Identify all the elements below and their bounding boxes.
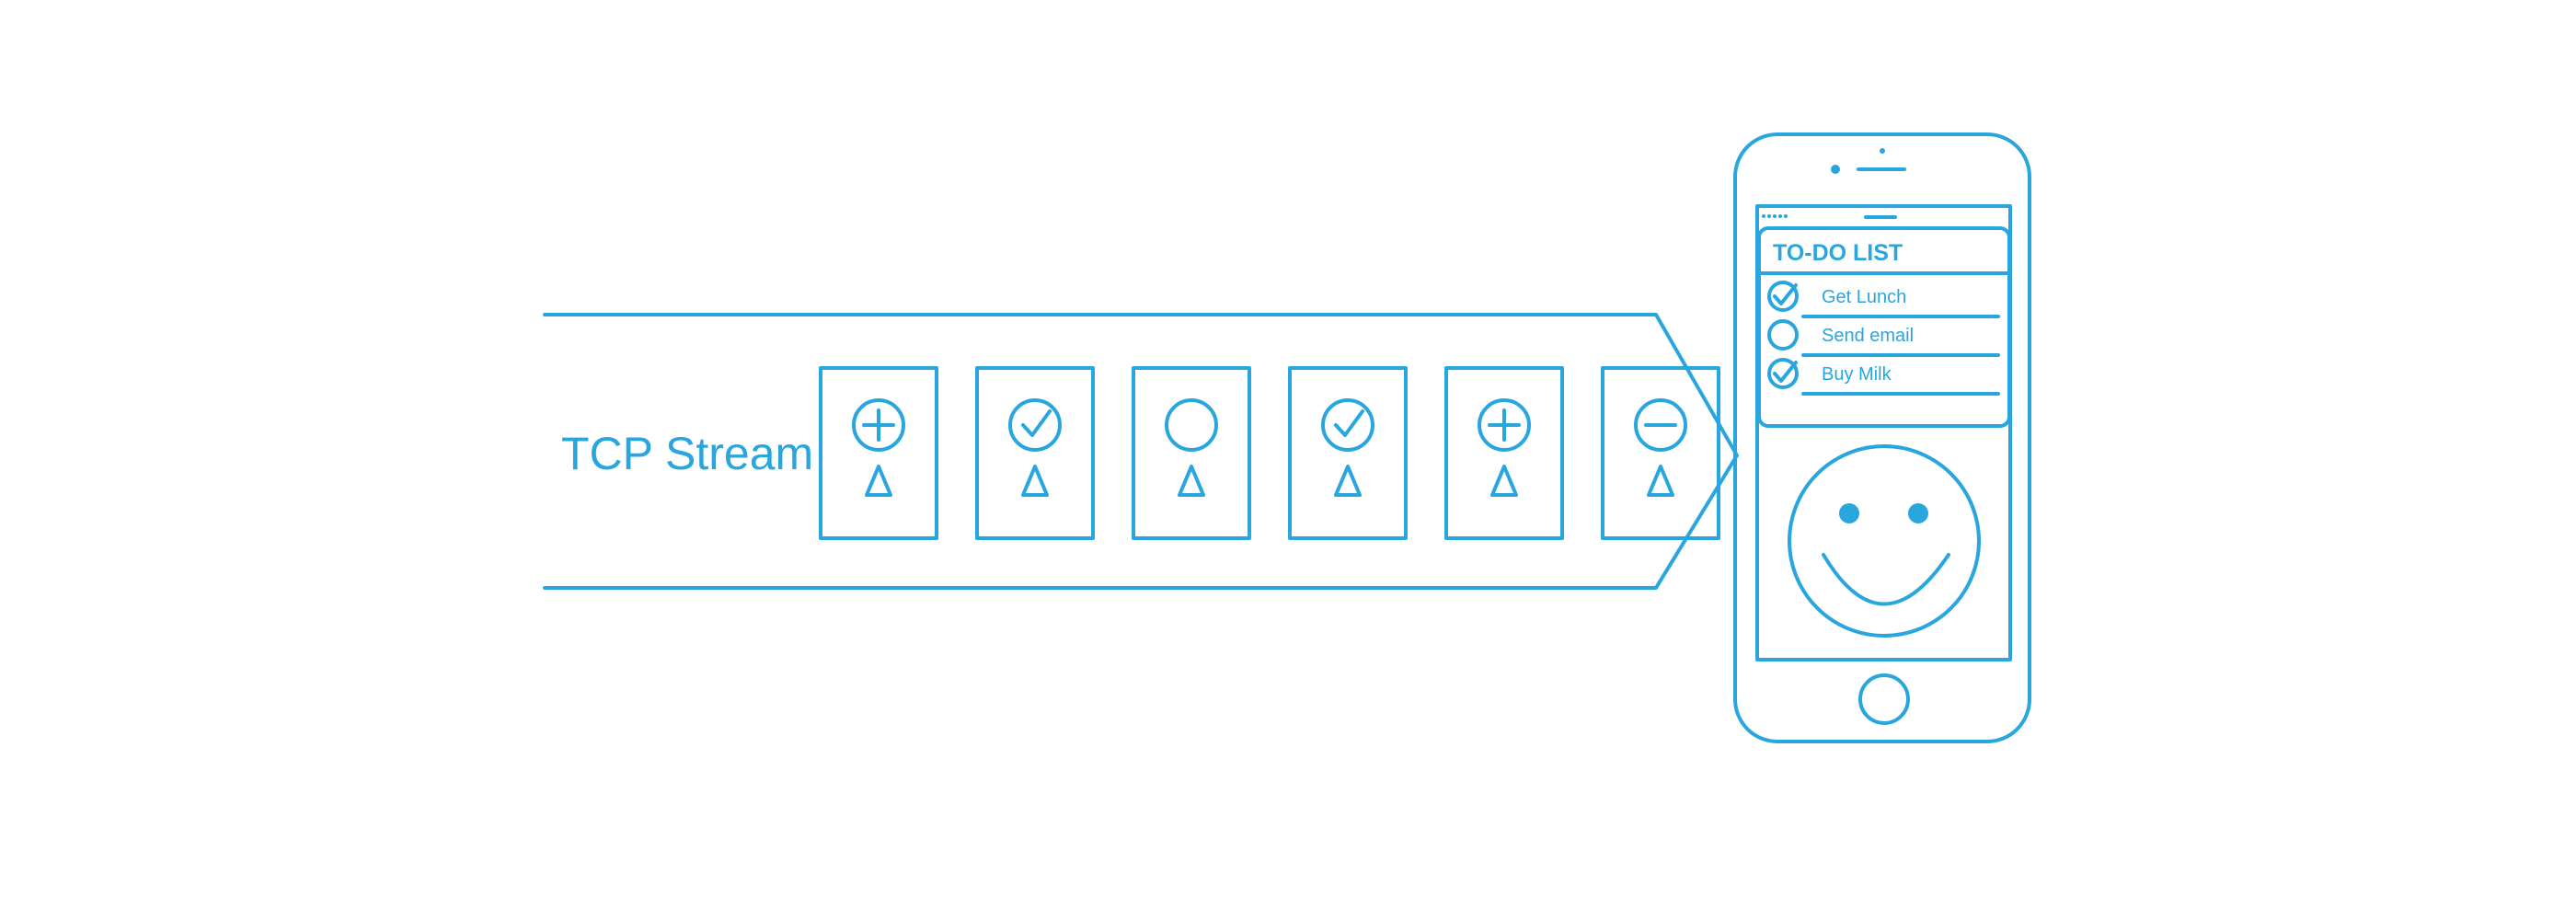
- todo-title: TO-DO LIST: [1773, 240, 1903, 266]
- smiley-mouth: [1822, 553, 1950, 606]
- check-circle-icon: [1321, 398, 1374, 452]
- phone-body: [1733, 132, 2031, 743]
- checked-circle-icon[interactable]: [1767, 358, 1799, 389]
- minus-circle-icon: [1634, 398, 1687, 452]
- todo-card-frame: [1757, 226, 2011, 428]
- packet-card: [1288, 366, 1408, 540]
- packet-card: [1444, 366, 1564, 540]
- delta-icon: [865, 465, 892, 497]
- delta-icon: [1490, 465, 1518, 497]
- delta-icon: [1334, 465, 1362, 497]
- unchecked-circle-icon[interactable]: [1767, 319, 1799, 351]
- empty-circle-icon: [1165, 398, 1218, 452]
- delta-icon: [1021, 465, 1049, 497]
- todo-item-label: Buy Milk: [1822, 364, 1892, 385]
- delta-icon: [1178, 465, 1205, 497]
- packet-frame: [1288, 366, 1408, 540]
- packet-frame: [1132, 366, 1251, 540]
- plus-circle-icon: [1478, 398, 1531, 452]
- tcp-stream-label: TCP Stream: [561, 428, 813, 479]
- todo-item-label: Send email: [1822, 326, 1914, 346]
- todo-item[interactable]: Get Lunch: [1767, 281, 2000, 318]
- todo-item[interactable]: Send email: [1767, 319, 2000, 357]
- plus-circle-icon: [852, 398, 905, 452]
- smiley-left-eye: [1839, 503, 1859, 523]
- delta-icon: [1647, 465, 1674, 497]
- packet-frame: [975, 366, 1095, 540]
- packet-card: [1601, 366, 1720, 540]
- phone-sensor-dot: [1831, 165, 1840, 174]
- todo-item[interactable]: Buy Milk: [1767, 358, 2000, 396]
- smiley-right-eye: [1908, 503, 1928, 523]
- phone-camera-dot: [1880, 148, 1885, 154]
- status-bar-signal-icon: [1762, 214, 1788, 218]
- check-circle-icon: [1008, 398, 1062, 452]
- phone-screen: [1755, 204, 2012, 661]
- checked-circle-icon[interactable]: [1767, 281, 1799, 312]
- packet-card: [1132, 366, 1251, 540]
- home-button[interactable]: [1858, 673, 1910, 725]
- packet-frame: [1601, 366, 1720, 540]
- packet-frame: [1444, 366, 1564, 540]
- packet-card: [819, 366, 938, 540]
- smiley-outline: [1788, 444, 1981, 638]
- packet-frame: [819, 366, 938, 540]
- packet-card: [975, 366, 1095, 540]
- smiley-face-icon: [1788, 444, 1981, 638]
- packet-list: [819, 366, 1720, 540]
- todo-item-label: Get Lunch: [1822, 287, 1906, 307]
